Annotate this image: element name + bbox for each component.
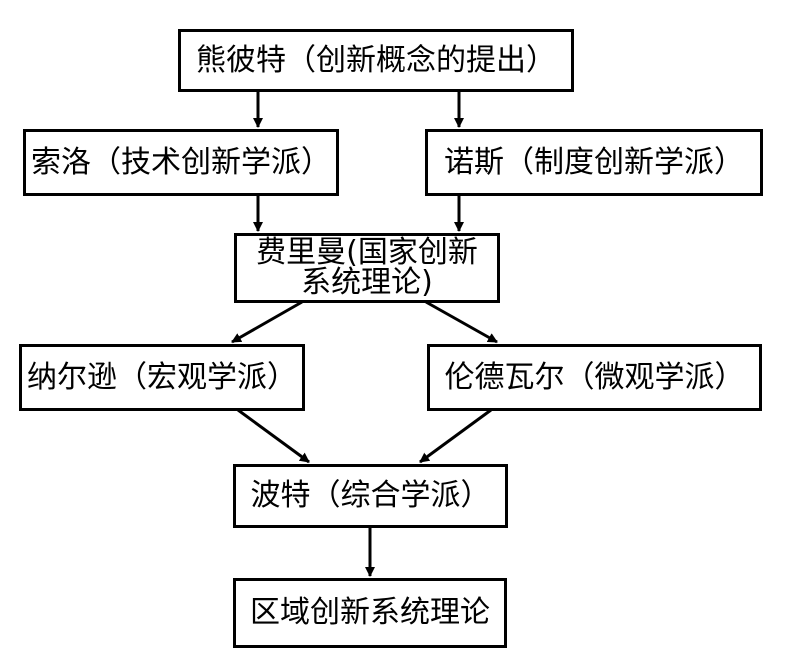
node-north-label: 诺斯（制度创新学派） xyxy=(444,144,744,180)
arrow-freeman-to-nelson xyxy=(231,300,303,344)
node-lundvall-label: 伦德瓦尔（微观学派） xyxy=(444,359,745,395)
node-schumpeter-label: 熊彼特（创新概念的提出） xyxy=(196,42,556,78)
arrow-freeman-to-lundvall xyxy=(425,300,498,344)
node-freeman-label-line1: 费里曼(国家创新 xyxy=(256,235,478,270)
arrow-nelson-to-porter xyxy=(237,408,310,464)
node-solow-label: 索洛（技术创新学派） xyxy=(31,144,331,180)
node-lundvall: 伦德瓦尔（微观学派） xyxy=(427,344,762,411)
node-porter: 波特（综合学派） xyxy=(233,464,508,528)
node-solow: 索洛（技术创新学派） xyxy=(23,129,339,196)
node-freeman-label-line2: 系统理论) xyxy=(301,265,433,300)
node-nelson: 纳尔逊（宏观学派） xyxy=(19,344,305,411)
node-north: 诺斯（制度创新学派） xyxy=(425,129,763,196)
node-freeman: 费里曼(国家创新 系统理论) xyxy=(234,233,500,303)
node-regional-label: 区域创新系统理论 xyxy=(250,595,490,630)
node-regional-innovation-system: 区域创新系统理论 xyxy=(233,578,507,648)
arrow-lundvall-to-porter xyxy=(419,408,492,464)
node-nelson-label: 纳尔逊（宏观学派） xyxy=(27,359,297,395)
node-schumpeter: 熊彼特（创新概念的提出） xyxy=(178,29,574,92)
node-porter-label: 波特（综合学派） xyxy=(250,478,491,513)
